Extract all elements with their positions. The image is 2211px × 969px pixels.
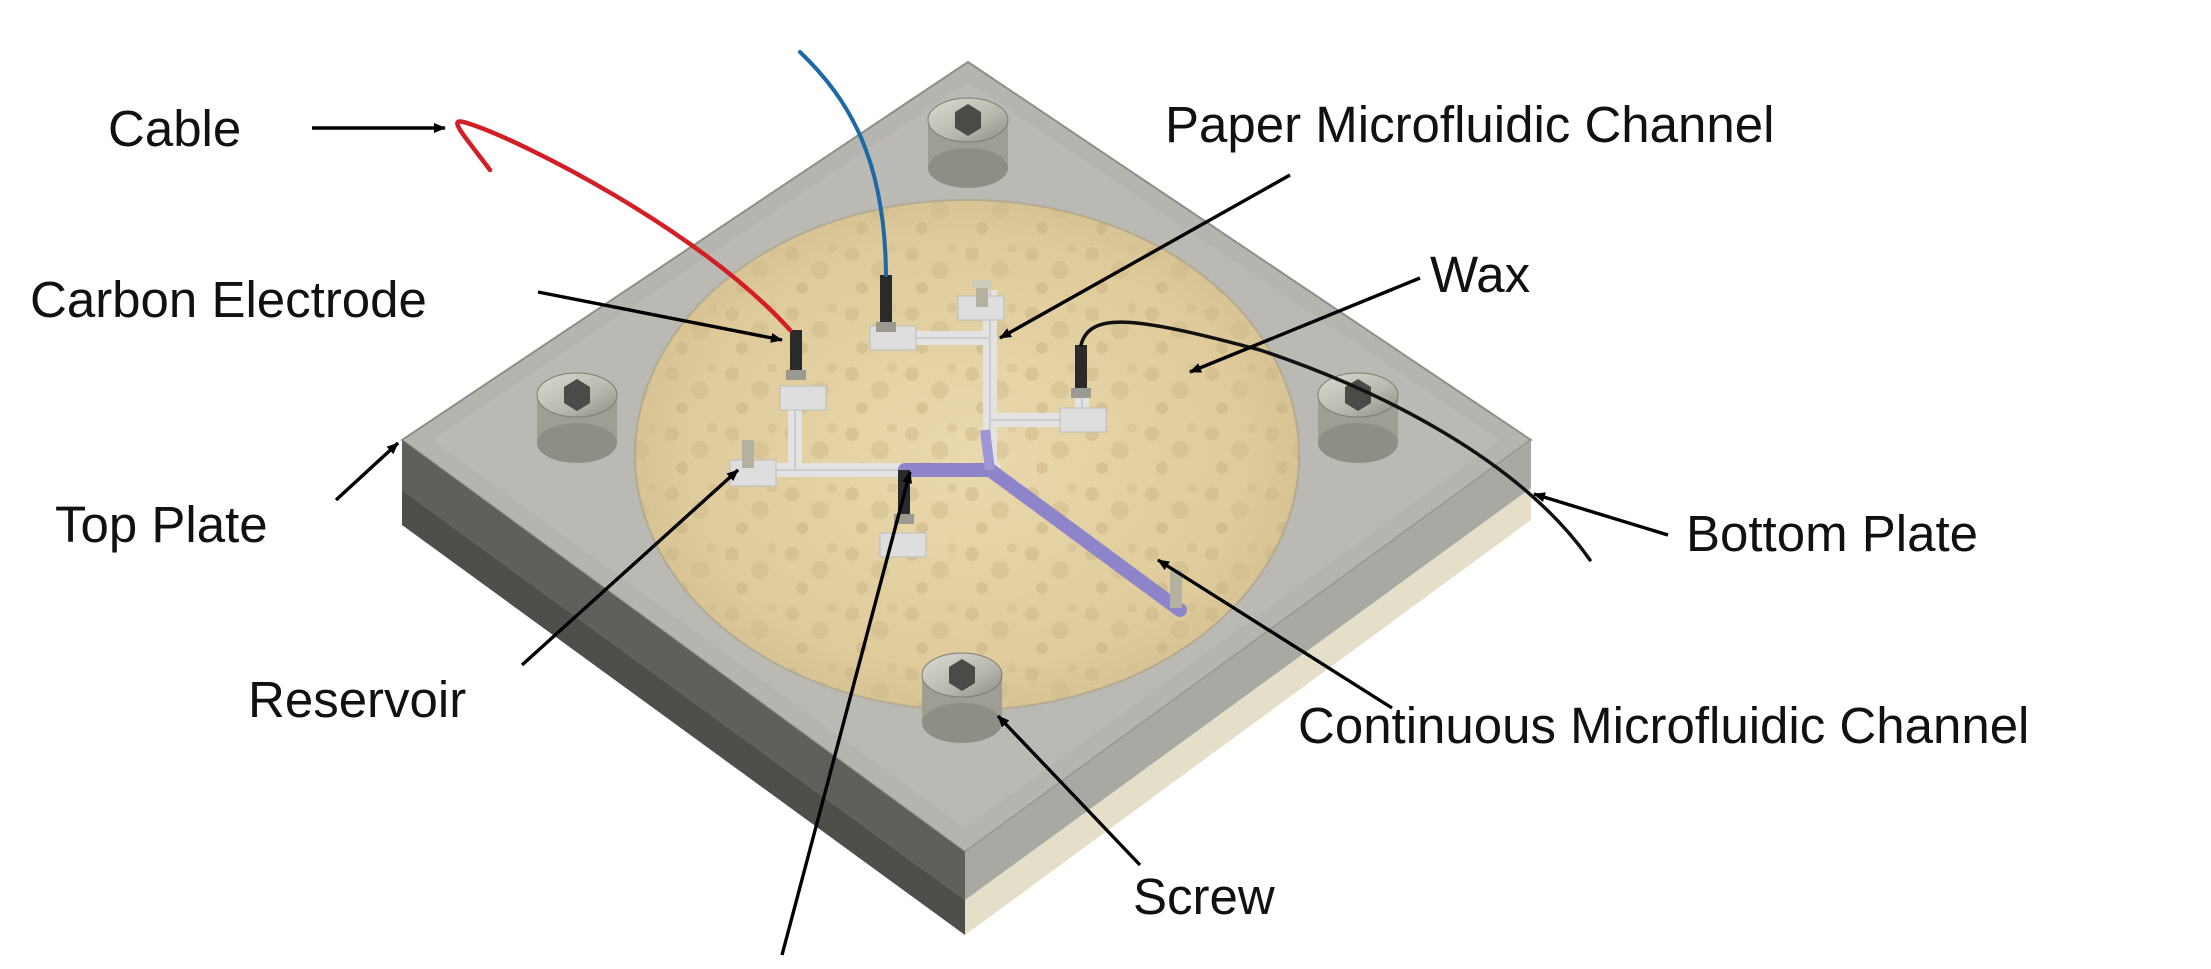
red-cable <box>455 119 793 333</box>
label-continuous-microfluidic-channel: Continuous Microfluidic Channel <box>1298 697 2029 754</box>
top-plate-right-face <box>965 440 1531 900</box>
label-carbon-electrode: Carbon Electrode <box>30 271 427 328</box>
arrow-screw <box>996 714 1142 867</box>
label-paper-microfluidic-channel: Paper Microfluidic Channel <box>1165 96 1774 153</box>
arrow-bottom-plate <box>1533 492 1669 537</box>
black-cable <box>1079 320 1592 562</box>
label-reservoir: Reservoir <box>248 671 466 728</box>
electrode-pin <box>742 440 754 468</box>
arrow-paper-channel <box>999 173 1291 340</box>
arrow-top-plate <box>334 441 400 502</box>
cables <box>455 50 1592 562</box>
blue-cable <box>798 50 888 277</box>
arrow-carbon-electrode <box>537 290 783 343</box>
electrode-pin <box>1170 570 1182 608</box>
label-bottom-plate: Bottom Plate <box>1686 505 1978 562</box>
electrode-pin <box>786 330 806 380</box>
label-screw: Screw <box>1133 868 1275 925</box>
top-plate-left-face <box>402 440 965 900</box>
label-cable: Cable <box>108 100 241 157</box>
screw-left <box>536 372 618 463</box>
bottom-plate-edge <box>402 490 965 935</box>
annotation-arrows <box>312 123 1669 956</box>
arrow-continuous-channel <box>1157 558 1393 710</box>
electrode-pin <box>972 280 992 307</box>
screw-top <box>927 97 1009 188</box>
screws <box>536 97 1399 743</box>
label-wax: Wax <box>1430 246 1530 303</box>
arrow-wax <box>1189 276 1421 374</box>
labels: Cable Paper Microfluidic Channel Carbon … <box>30 96 2029 925</box>
label-top-plate: Top Plate <box>55 496 268 553</box>
electrode-pin <box>1071 345 1091 398</box>
arrow-reservoir-lower <box>780 471 913 956</box>
screw-right <box>1317 372 1399 463</box>
arrow-reservoir <box>520 468 740 667</box>
electrode-pin <box>876 275 896 332</box>
continuous-microfluidic-channel <box>898 429 1187 617</box>
screw-bottom <box>921 652 1003 743</box>
bottom-plate-right-edge <box>965 488 1531 935</box>
